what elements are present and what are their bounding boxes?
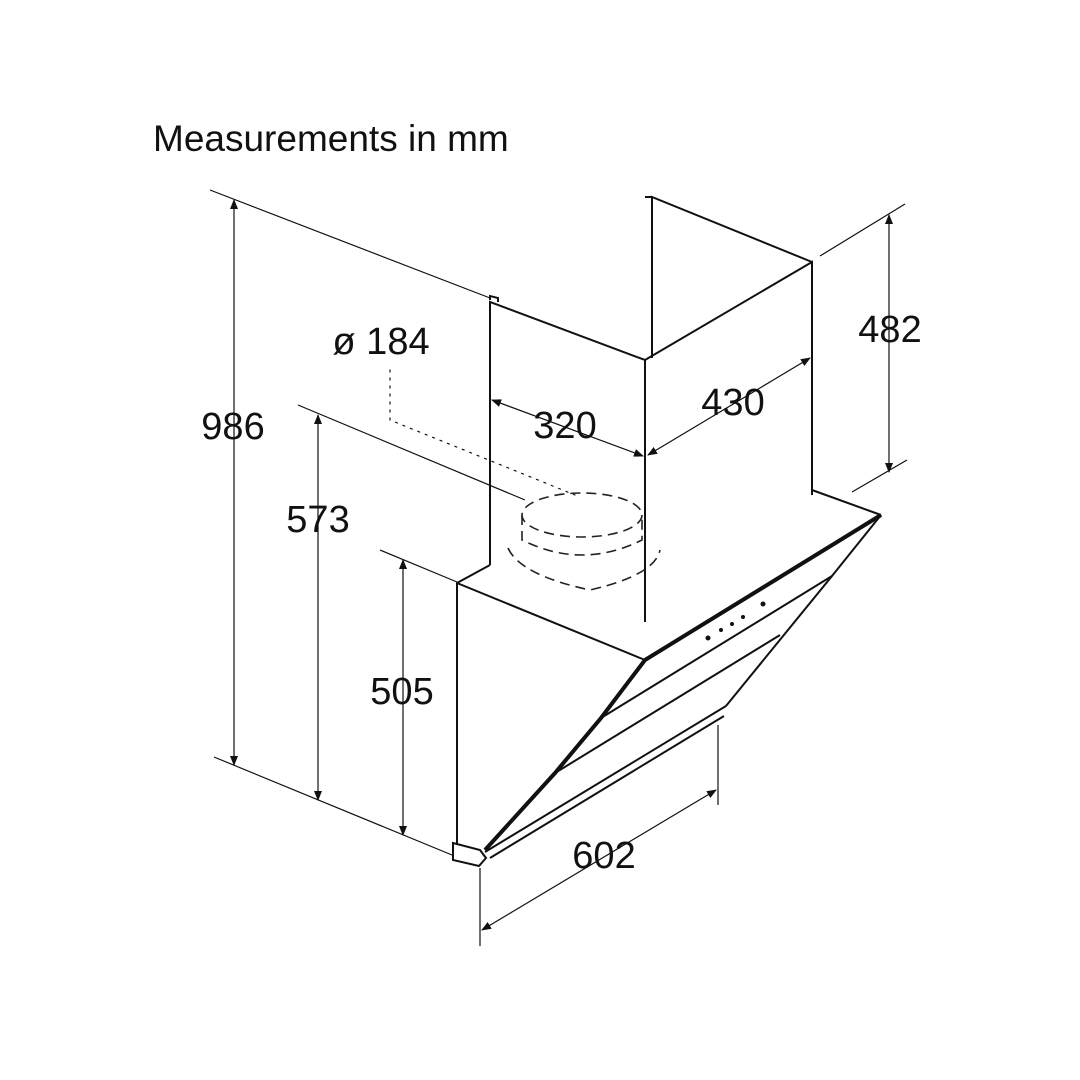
dim-320: 320 [533, 405, 597, 447]
dim-505: 505 [370, 671, 434, 713]
dim-602: 602 [572, 835, 636, 877]
dim-duct-diameter: ø 184 [332, 321, 430, 363]
diagram-title: Measurements in mm [153, 118, 509, 159]
chimney [489, 195, 813, 622]
dim-430: 430 [701, 382, 765, 424]
dim-482: 482 [858, 309, 922, 351]
dim-986: 986 [201, 406, 265, 448]
dimension-arrows [230, 199, 893, 931]
hood-body [452, 489, 883, 868]
dim-573: 573 [286, 499, 350, 541]
extension-lines [209, 189, 908, 946]
fan-motor-hidden [389, 369, 661, 591]
